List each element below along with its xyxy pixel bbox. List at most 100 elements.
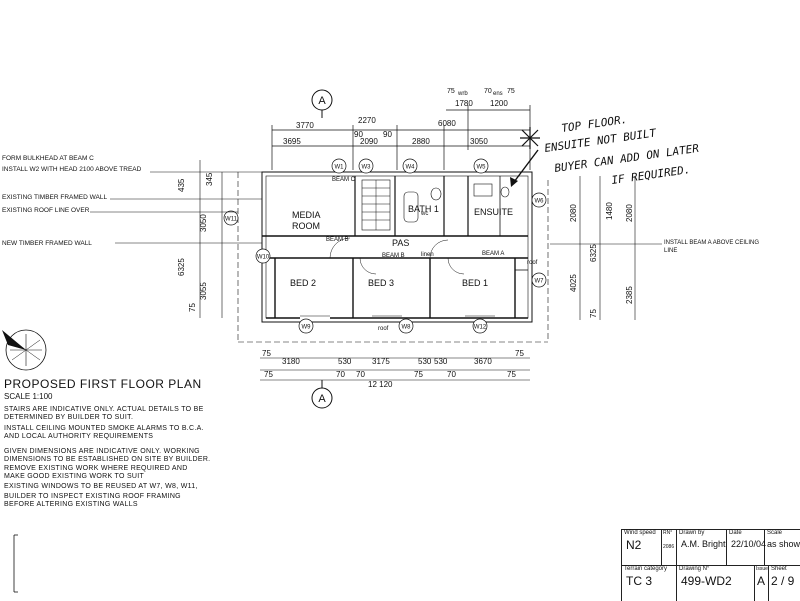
note-line-4: IF REQUIRED. <box>611 163 692 187</box>
tb-terrain: Terrain category TC 3 <box>622 566 677 601</box>
window-tag-w12-circle <box>472 318 488 334</box>
window-tag-w11-circle <box>223 210 239 226</box>
beam-b-label-2: BEAM B <box>382 253 405 259</box>
tb-scale: Scale as shown <box>765 530 800 566</box>
dim-left-435: 435 <box>177 178 186 192</box>
tb-terrain-value: TC 3 <box>626 574 653 588</box>
dim-bottom-row2-70b: 70 <box>356 370 365 379</box>
dim-top-2270: 2270 <box>358 116 376 125</box>
tb-sheet-label: Sheet <box>771 566 787 572</box>
window-tag-w1-circle <box>331 158 347 174</box>
grid-marker-bottom-label: A <box>318 393 326 405</box>
tb-drawn-by: Drawn by A.M. Bright <box>677 530 727 566</box>
window-tag-w7-circle <box>531 272 547 288</box>
room-roof-label-2: roof <box>378 326 389 332</box>
window-tag-w3-circle <box>358 158 374 174</box>
dim-left-75: 75 <box>188 303 197 312</box>
dim-right-1480: 1480 <box>605 202 614 220</box>
tb-rn-label: RN° <box>663 530 673 536</box>
dim-top-3770: 3770 <box>296 121 314 130</box>
room-linen-label: linen <box>421 252 434 258</box>
top-dimensions <box>271 105 531 170</box>
window-tag-w5: W5 <box>477 165 487 171</box>
dim-bottom-row2-70a: 70 <box>336 370 345 379</box>
beam-c-label: BEAM C <box>332 177 356 183</box>
tb-date: Date 22/10/04 <box>727 530 767 566</box>
tb-sheet: Sheet 2 / 9 <box>769 566 800 601</box>
room-bed1-label: BED 1 <box>462 278 488 288</box>
tb-sheet-value: 2 / 9 <box>771 574 795 588</box>
window-tag-w11: W11 <box>225 217 238 223</box>
beam-a-label: BEAM A <box>482 251 504 257</box>
title-block: Wind speed N2 RN° 2086 Drawn by A.M. Bri… <box>621 529 800 601</box>
dim-top-1200: 1200 <box>490 99 508 108</box>
annotation-install-w2: INSTALL W2 WITH HEAD 2100 ABOVE TREAD <box>2 166 142 173</box>
dim-top-90b: 90 <box>383 130 392 139</box>
left-dimension-lines <box>199 160 223 318</box>
dim-left-6325: 6325 <box>177 258 186 276</box>
dim-bottom-3180: 3180 <box>282 357 300 366</box>
dim-bottom-3175: 3175 <box>372 357 390 366</box>
window-tag-w1: W1 <box>335 165 345 171</box>
right-dimension-lines <box>579 176 636 320</box>
tb-date-value: 22/10/04 <box>731 539 767 549</box>
dim-bottom-75a: 75 <box>262 349 271 358</box>
annotation-beam-a-2: LINE <box>664 248 677 254</box>
beam-b-label-1: BEAM B <box>326 237 349 243</box>
tb-terrain-label: Terrain category <box>624 566 668 572</box>
window-tag-w6: W6 <box>535 199 545 205</box>
tb-scale-label: Scale <box>767 530 783 536</box>
dim-top-70: 70 <box>484 88 492 95</box>
annotation-existing-timber: EXISTING TIMBER FRAMED WALL <box>2 194 107 201</box>
room-bath-label: BATH 1 <box>408 204 439 214</box>
tb-issue: Issue A <box>755 566 769 601</box>
drawing-title: PROPOSED FIRST FLOOR PLAN <box>4 377 202 391</box>
drawing-scale: SCALE 1:100 <box>4 392 53 401</box>
note-roof-framing: BUILDER TO INSPECT EXISTING ROOF FRAMING… <box>4 493 181 508</box>
annotation-new-timber: NEW TIMBER FRAMED WALL <box>2 240 92 247</box>
note-existing-windows: EXISTING WINDOWS TO BE REUSED AT W7, W8,… <box>4 483 198 490</box>
dim-right-2080b: 2080 <box>625 204 634 222</box>
room-roof-label-1: roof <box>527 260 538 266</box>
dim-left-345: 345 <box>205 172 214 186</box>
window-tag-w8-circle <box>398 318 414 334</box>
room-ensuite-label: ENSUITE <box>474 207 513 217</box>
dim-top-3695: 3695 <box>283 137 301 146</box>
annotation-beam-a-1: INSTALL BEAM A ABOVE CEILING <box>664 240 759 246</box>
dim-top-wrb: wrb <box>457 91 468 97</box>
handwritten-note: TOP FLOOR. ENSUITE NOT BUILT BUYER CAN A… <box>510 113 700 187</box>
dim-right-75: 75 <box>589 309 598 318</box>
note-smoke-alarms: INSTALL CEILING MOUNTED SMOKE ALARMS TO … <box>4 425 204 440</box>
room-media-label-2: ROOM <box>292 221 320 231</box>
annotation-bulkhead: FORM BULKHEAD AT BEAM C <box>2 155 94 162</box>
dim-top-75b: 75 <box>507 88 515 95</box>
dim-bottom-530c: 530 <box>434 357 448 366</box>
bottom-dimension-lines <box>260 357 530 381</box>
window-tag-w4-circle <box>402 158 418 174</box>
dim-right-6325: 6325 <box>589 244 598 262</box>
window-tag-w7: W7 <box>535 279 545 285</box>
window-tag-w6-circle <box>531 192 547 208</box>
grid-marker-top-label: A <box>318 95 326 107</box>
dim-top-2090: 2090 <box>360 137 378 146</box>
room-bed3-label: BED 3 <box>368 278 394 288</box>
dim-top-90a: 90 <box>354 130 363 139</box>
tb-drawing-no-value: 499-WD2 <box>681 574 732 588</box>
window-tag-w9-circle <box>298 318 314 334</box>
grid-marker-top: A <box>311 89 333 118</box>
tb-issue-value: A <box>757 574 766 588</box>
dim-bottom-530a: 530 <box>338 357 352 366</box>
tb-wind-speed-label: Wind speed <box>624 530 656 536</box>
tb-rn: RN° 2086 <box>662 530 677 566</box>
tb-issue-label: Issue <box>756 566 768 572</box>
window-tag-w4: W4 <box>406 165 416 171</box>
dim-top-75a: 75 <box>447 88 455 95</box>
room-wc-label: wc <box>420 211 428 217</box>
dim-right-4025: 4025 <box>569 274 578 292</box>
dim-bottom-row2-75a: 75 <box>264 370 273 379</box>
dim-top-3050: 3050 <box>470 137 488 146</box>
dim-top-6080: 6080 <box>438 119 456 128</box>
dim-bottom-530b: 530 <box>418 357 432 366</box>
north-point-symbol <box>2 329 47 371</box>
